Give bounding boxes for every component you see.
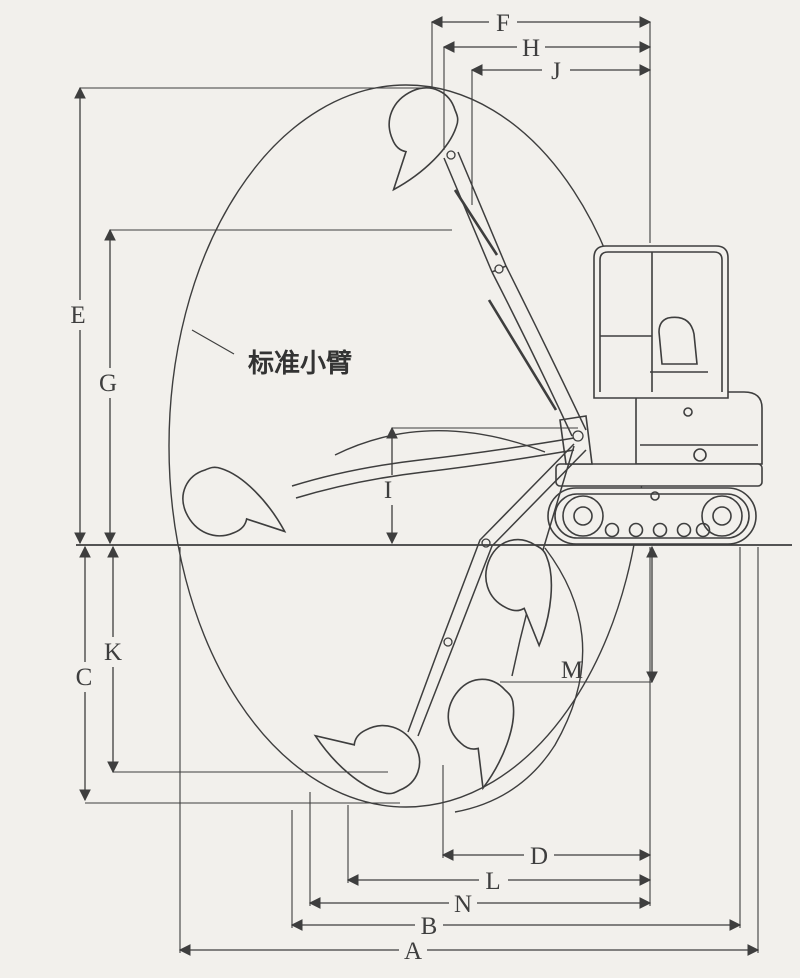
- dim-label-i: I: [384, 477, 392, 504]
- idler-wheel: [562, 495, 604, 537]
- road-wheel: [695, 522, 711, 538]
- elbow-joint: [494, 264, 504, 274]
- sprocket-wheel: [701, 495, 743, 537]
- dim-label-l: L: [485, 868, 500, 895]
- bucket-close-dig: [469, 531, 567, 647]
- bucket-max-depth: [313, 689, 434, 813]
- boom-positions: [291, 150, 587, 737]
- close-dig-arc: [454, 547, 584, 813]
- road-wheel: [604, 522, 620, 538]
- boom-cylinder: [487, 299, 558, 411]
- road-wheel: [628, 522, 644, 538]
- dim-label-j: J: [551, 58, 561, 85]
- boom-up-line2: [505, 265, 587, 431]
- dim-label-a: A: [404, 938, 422, 965]
- engine-hood: [635, 391, 763, 465]
- dim-label-h: H: [522, 35, 540, 62]
- depth-linkage2: [417, 449, 587, 737]
- bucket-depth-curl: [420, 667, 534, 790]
- dim-label-d: D: [530, 843, 548, 870]
- annotation-leader-line: [191, 329, 235, 355]
- cab-window-frame: [599, 251, 723, 392]
- bucket-positions: [169, 74, 567, 813]
- standard-arm-label: 标准小臂: [248, 349, 352, 379]
- depth-linkage1: [407, 443, 575, 733]
- excavator: [547, 245, 763, 545]
- boom-pivot: [572, 430, 584, 442]
- arm-tip-joint: [446, 150, 456, 160]
- top-roller: [650, 491, 660, 501]
- road-wheel: [676, 522, 692, 538]
- dim-label-g: G: [99, 370, 117, 397]
- dim-label-b: B: [421, 913, 438, 940]
- depth-wrist: [443, 637, 453, 647]
- sprocket-hub: [712, 506, 732, 526]
- inner-envelope-arc: [334, 430, 546, 456]
- dim-label-k: K: [104, 639, 122, 666]
- arm-cylinder: [453, 189, 499, 256]
- standard-arm-annotation: 标准小臂: [191, 329, 352, 379]
- idler-hub: [573, 506, 593, 526]
- dim-label-m: M: [561, 657, 583, 684]
- hood-port: [693, 448, 707, 462]
- reach-line1: [291, 437, 575, 487]
- arm-up-line1: [443, 157, 493, 273]
- dim-label-f: F: [496, 10, 510, 37]
- track-outer: [547, 487, 757, 545]
- dim-label-e: E: [70, 302, 85, 329]
- boom-up-line1: [491, 271, 573, 437]
- reach-line2: [295, 449, 575, 499]
- arm-up-line2: [457, 151, 507, 267]
- dim-label-n: N: [454, 891, 472, 918]
- hood-cap: [683, 407, 693, 417]
- dim-label-c: C: [76, 664, 93, 691]
- seat: [658, 316, 698, 365]
- bucket-max-reach: [169, 449, 287, 573]
- dimension-lines: [74, 16, 760, 956]
- road-wheel: [652, 522, 668, 538]
- dimension-labels: F H J E G I K C M D L N B A: [70, 10, 583, 965]
- deck: [555, 463, 763, 487]
